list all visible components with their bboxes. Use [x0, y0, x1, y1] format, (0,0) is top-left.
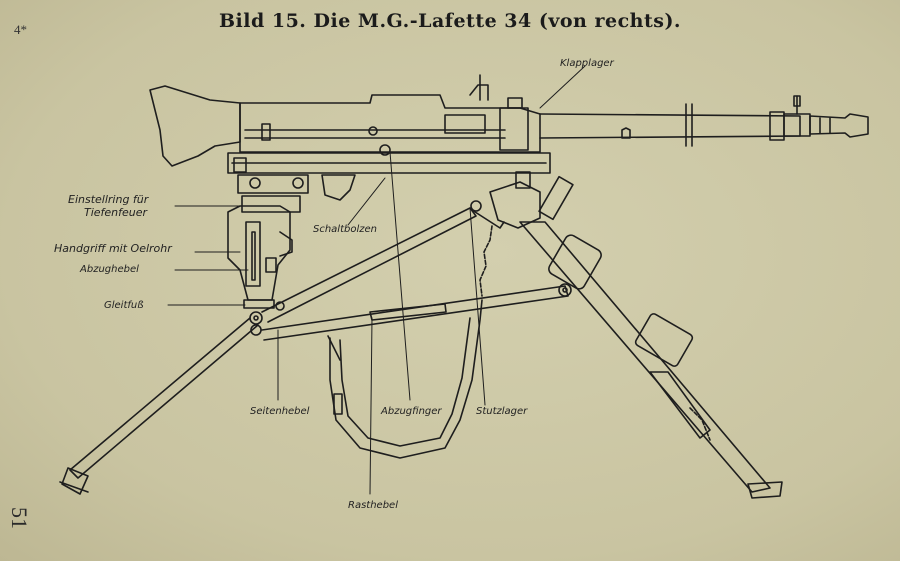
- gun-stock: [149, 85, 241, 167]
- label-stutzlager: Stutzlager: [476, 406, 528, 417]
- handle-housing: [227, 205, 291, 301]
- mount-cradle: [227, 152, 551, 336]
- gun-pistol-grip: [321, 174, 356, 201]
- chain-front: [479, 225, 493, 297]
- figure-title: Bild 15. Die M.G.-Lafette 34 (von rechts…: [218, 10, 682, 32]
- carrying-strap: [329, 299, 483, 459]
- label-schaltbolzen: Schaltbolzen: [313, 224, 377, 235]
- tripod-strut-upper: [261, 207, 477, 323]
- tripod-leg-left: [69, 317, 259, 479]
- labels: Klapplager Einstellring für Tiefenfeuer …: [54, 58, 615, 511]
- tripod-strut-lower: [261, 285, 569, 341]
- label-abzughebel: Abzughebel: [79, 264, 139, 275]
- tripod: [59, 175, 783, 499]
- label-einstellring-line1: Einstellring für: [68, 193, 150, 206]
- leader-lines: [167, 65, 586, 495]
- label-klapplager: Klapplager: [560, 58, 615, 69]
- gun-muzzle: [809, 113, 869, 138]
- corner-mark: 4*: [14, 22, 27, 37]
- label-rasthebel: Rasthebel: [348, 500, 398, 511]
- label-seitenhebel: Seitenhebel: [250, 406, 310, 417]
- label-einstellring-line2: Tiefenfeuer: [84, 206, 149, 219]
- label-abzugfinger: Abzugfinger: [380, 406, 442, 417]
- gun-barrel-jacket: [539, 113, 801, 139]
- machine-gun: [149, 74, 869, 201]
- label-handgriff: Handgriff mit Oelrohr: [54, 242, 173, 255]
- gun-receiver: [239, 94, 541, 153]
- tripod-leg-right: [519, 221, 771, 493]
- label-gleitfuss: Gleitfuß: [104, 300, 144, 311]
